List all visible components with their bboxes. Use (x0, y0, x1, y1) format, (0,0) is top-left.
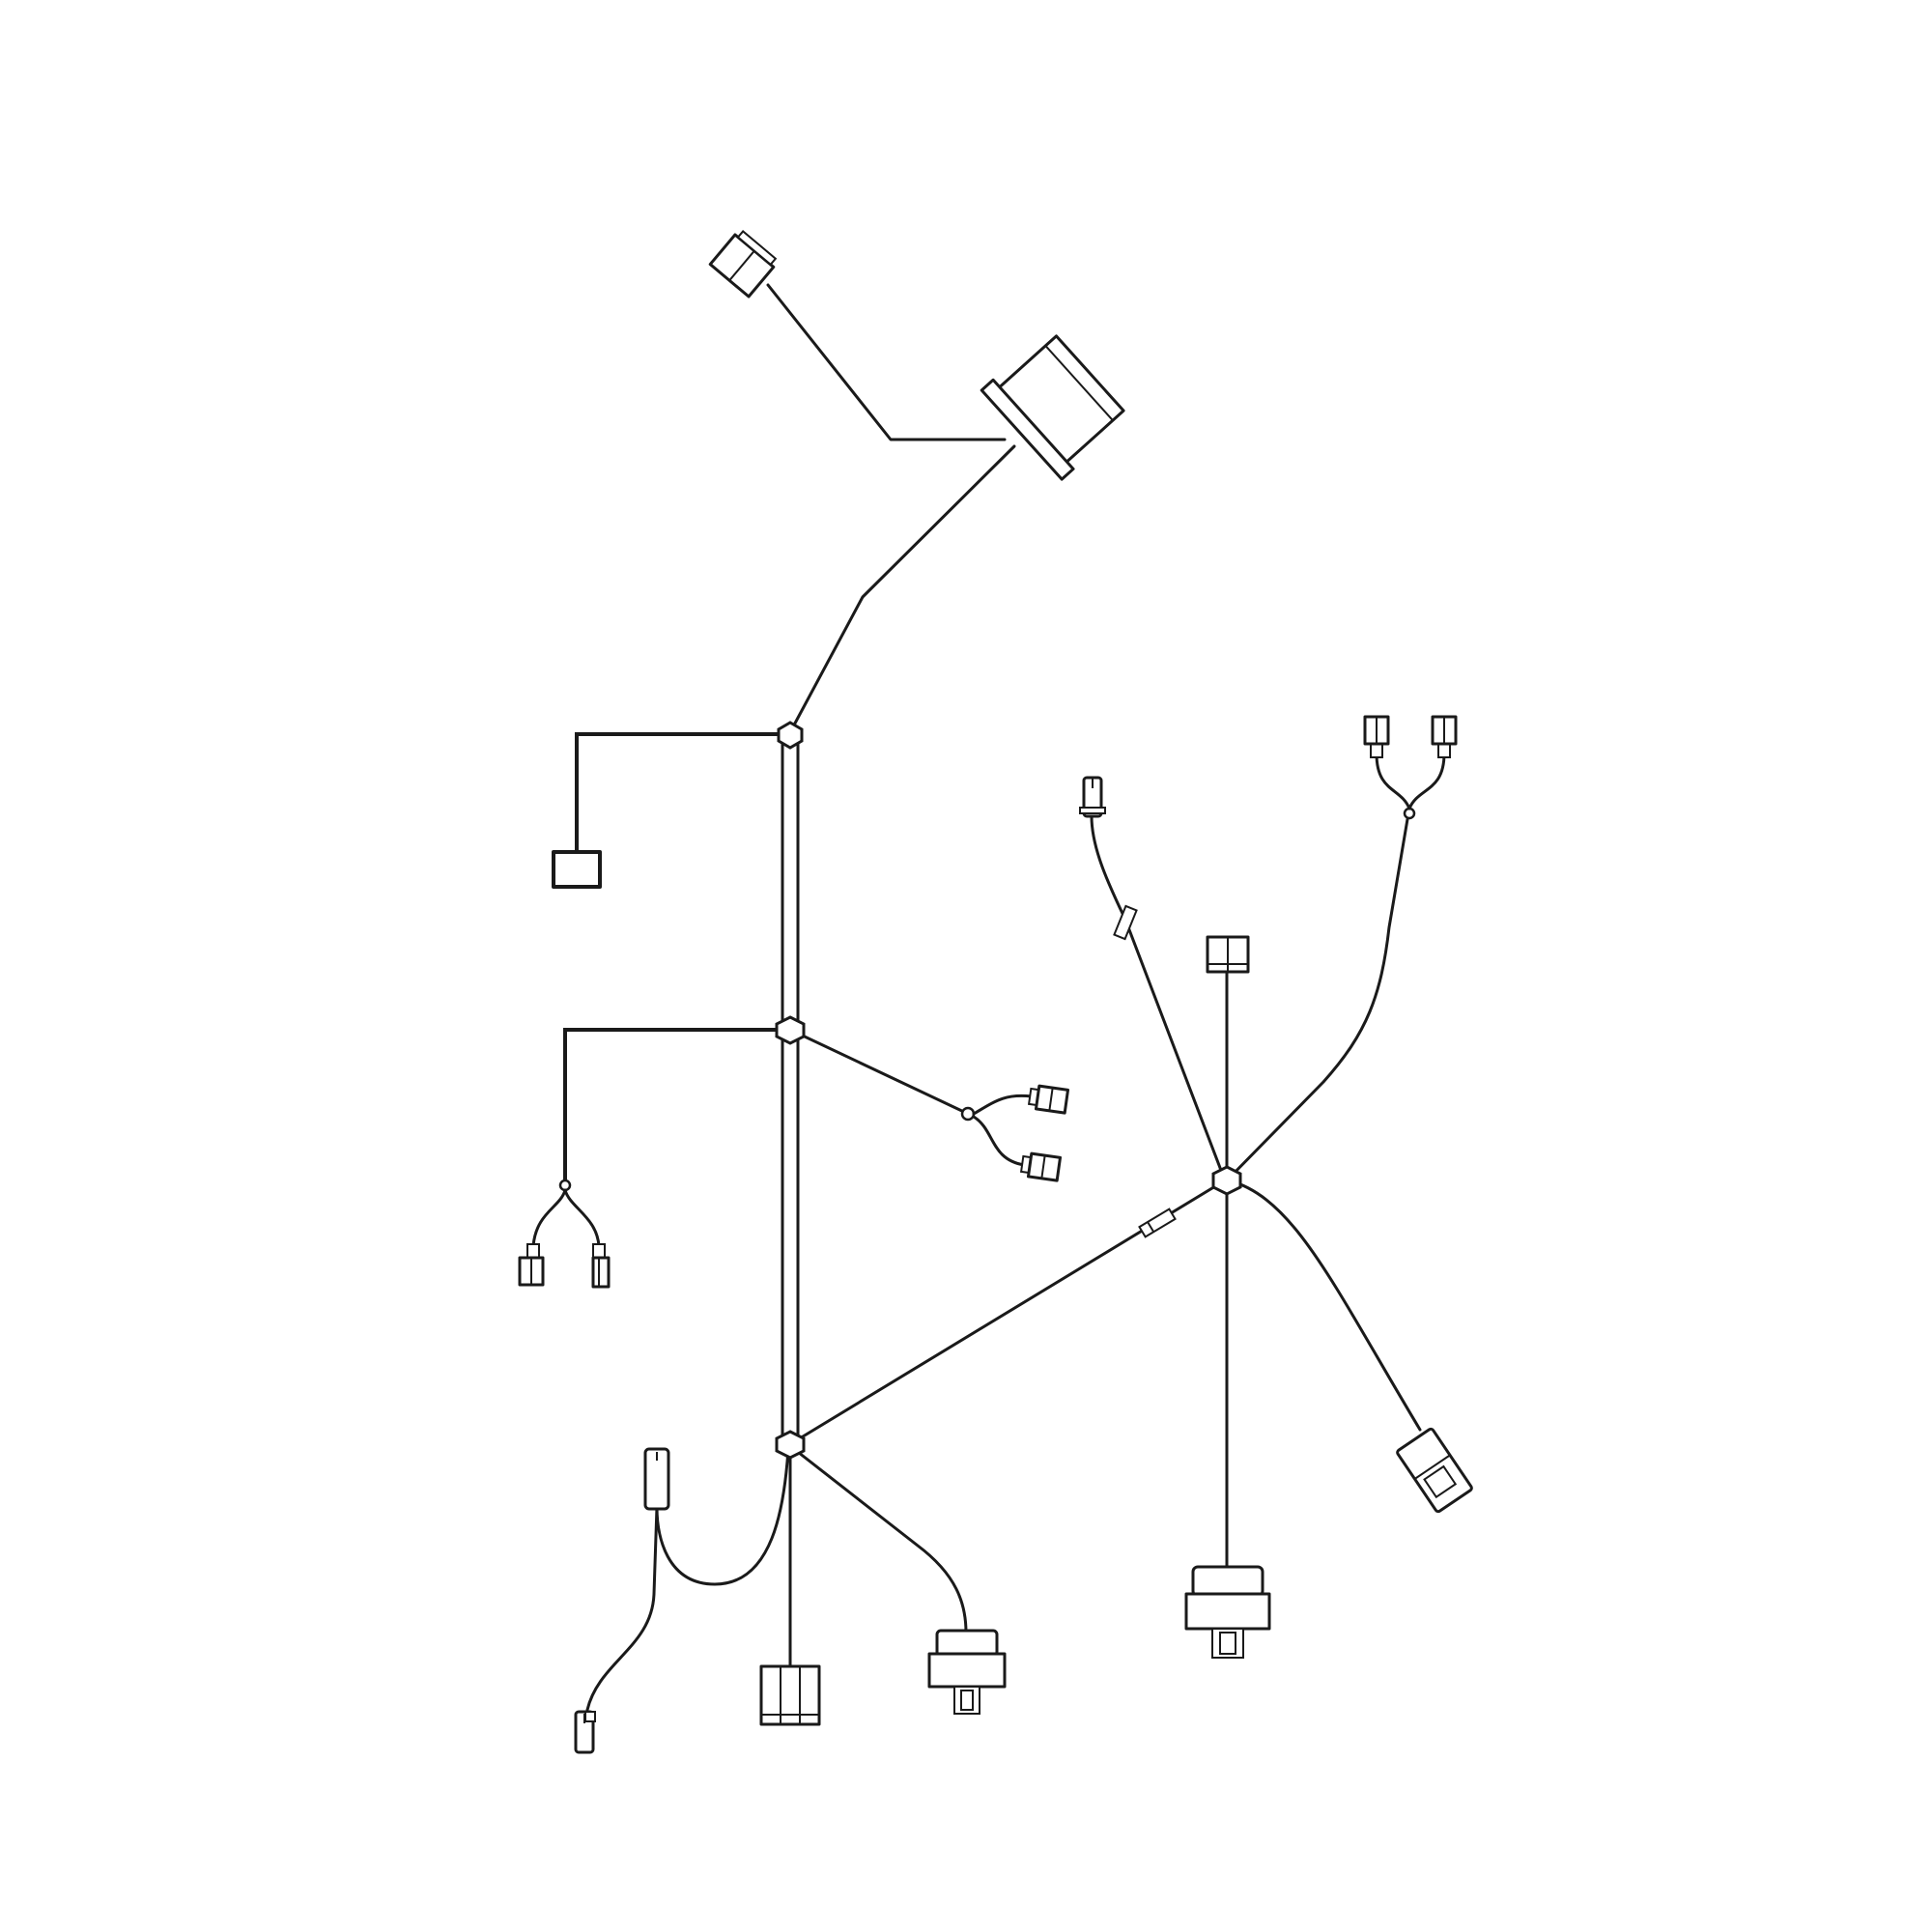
center-right-wire (788, 1028, 968, 1115)
top-left-connector-wire (766, 283, 1007, 441)
top-branch-wire (788, 444, 1016, 734)
right-angled-wire (1227, 1179, 1422, 1432)
left-upper-wire (575, 732, 790, 852)
bottom-rectangular-plug[interactable] (759, 1664, 821, 1726)
left-upper-box-connector[interactable] (552, 850, 602, 889)
right-top-dual-wire (1225, 817, 1409, 1182)
right-single-pin-connector[interactable] (1079, 776, 1106, 818)
junction-right (1211, 1165, 1242, 1196)
left-mid-wire (563, 1028, 790, 1183)
right-angled-connector[interactable] (1396, 1427, 1473, 1514)
inline-fuse-1 (1138, 1208, 1177, 1238)
right-bottom-relay-socket[interactable] (1184, 1565, 1271, 1659)
bottom-bullet-connector-pair[interactable] (574, 1447, 670, 1754)
right-top-plug[interactable] (1206, 935, 1250, 974)
top-main-multipin-connector[interactable] (980, 328, 1130, 481)
right-top-dual-connector[interactable] (1363, 715, 1458, 820)
bottom-relay-socket[interactable] (927, 1629, 1007, 1715)
bullet-connector-wire (655, 1447, 790, 1586)
junction-bottom (775, 1430, 806, 1460)
junction-middle (775, 1015, 806, 1045)
top-left-angled-connector[interactable] (708, 229, 779, 298)
main-trunk (781, 732, 800, 1446)
right-single-pin-wire (1090, 814, 1227, 1182)
junction-upper (777, 721, 804, 750)
inline-fuse-2 (1113, 904, 1138, 941)
left-mid-dual-pin-connector[interactable] (518, 1179, 611, 1289)
center-right-dual-connector[interactable] (960, 1084, 1070, 1182)
bottom-relay-wire (792, 1447, 968, 1634)
